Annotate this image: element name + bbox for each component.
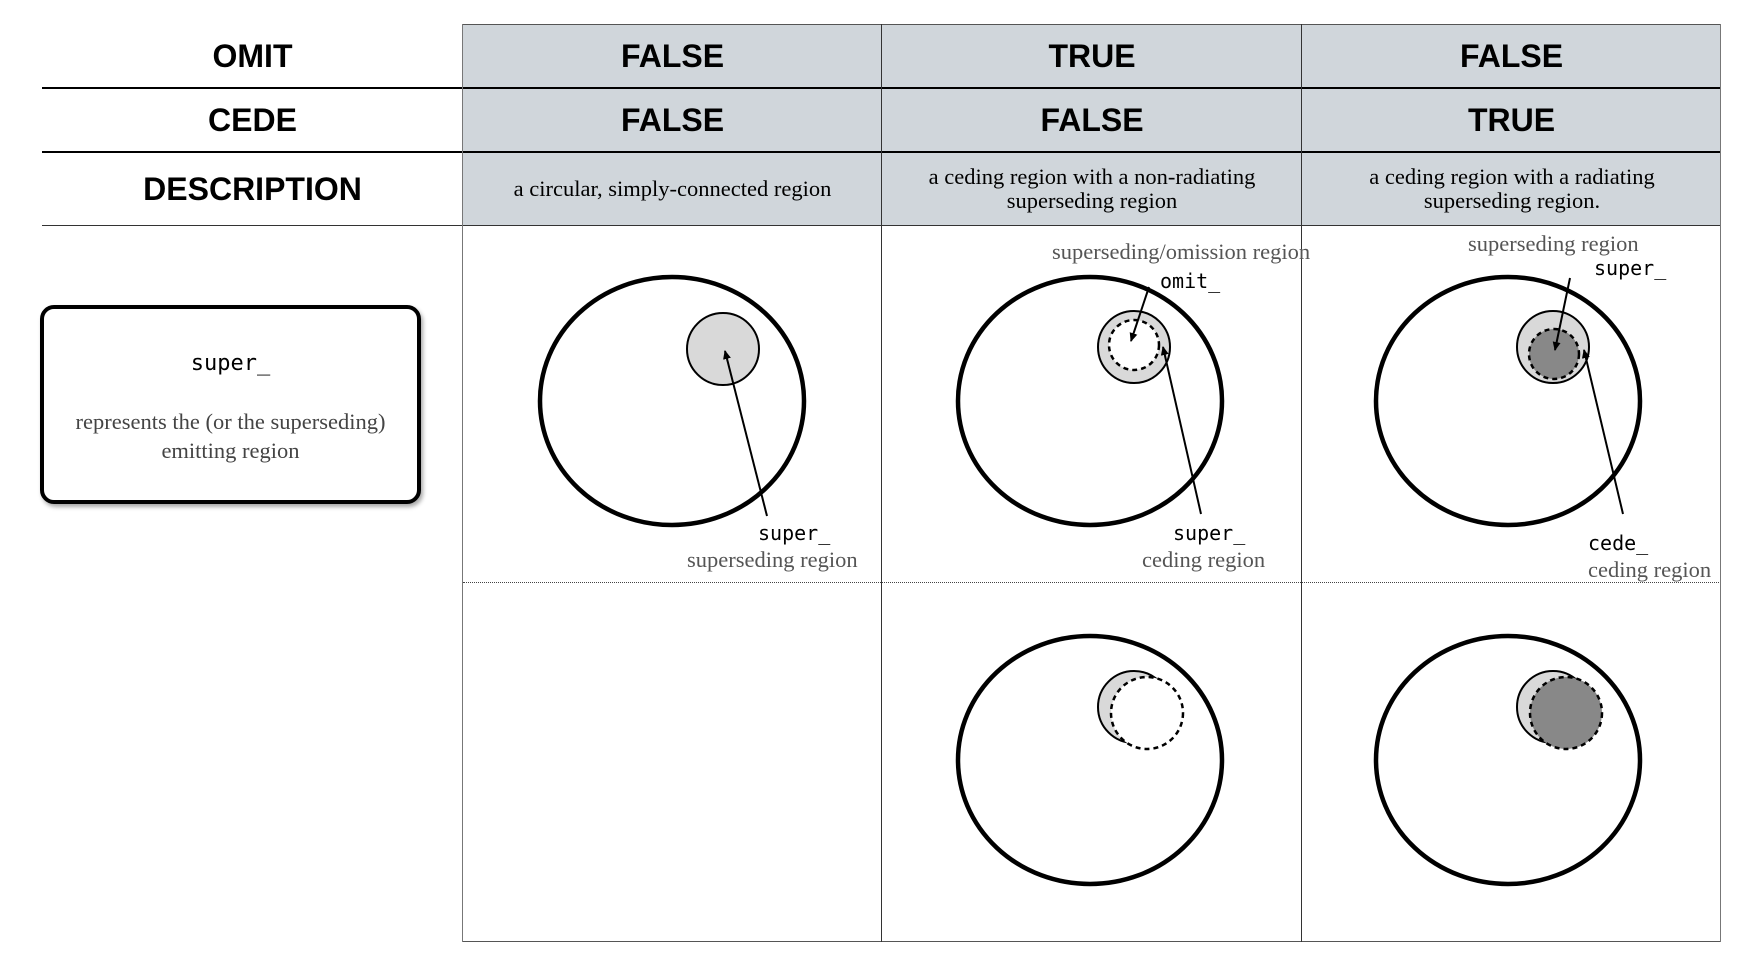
table-right-border [1720, 24, 1721, 942]
col2-top-diagram: superseding/omission region omit_ super_… [955, 239, 1310, 572]
col1-cede-value: FALSE [620, 101, 725, 138]
col3-super-arrow [1552, 277, 1571, 351]
col2-region-label: ceding region [1142, 547, 1265, 572]
table-bottom-border [463, 941, 1721, 942]
col2-omission-region [1107, 318, 1161, 372]
table-left-border [462, 24, 463, 942]
col3-cede-arrow [1581, 349, 1624, 515]
col2-bottom-diagram [955, 633, 1225, 887]
col1-region-label: superseding region [687, 547, 858, 572]
description-row-label: DESCRIPTION [143, 170, 362, 207]
col1-description: a circular, simply-connected region [513, 176, 832, 201]
col1-superseding-region [686, 312, 760, 386]
legend-box: super_ represents the (or the supersedin… [40, 305, 421, 504]
col1-code-label: super_ [758, 521, 831, 545]
col3-top-diagram: superseding region super_ cede_ ceding r… [1373, 231, 1711, 582]
col2-code-label: super_ [1173, 521, 1246, 545]
omit-row-label: OMIT [212, 37, 293, 74]
legend-description: represents the (or the superseding) emit… [75, 409, 386, 463]
col3-omit-value: FALSE [1459, 37, 1564, 74]
table-top-border [463, 24, 1721, 25]
col2-omit-value: TRUE [1048, 37, 1136, 74]
col3-outer-region [1373, 274, 1643, 528]
col2-omit-code: omit_ [1160, 269, 1221, 293]
col2-omit-arrow [1129, 286, 1150, 342]
column-divider-1 [881, 24, 882, 942]
col3-super-code: super_ [1594, 256, 1667, 280]
col3-bottom-outer-region [1373, 633, 1643, 887]
col2-bottom-omission-region [1109, 675, 1185, 751]
col3-description: a ceding region with a radiating superse… [1369, 164, 1655, 213]
col2-top-label: superseding/omission region [1052, 239, 1310, 264]
col3-region-label: ceding region [1588, 557, 1711, 582]
col2-super-arrow [1160, 346, 1202, 515]
header-background [463, 25, 1721, 225]
col1-top-diagram: super_ superseding region [537, 274, 858, 572]
col3-bottom-ceding-region [1528, 675, 1604, 751]
col3-ceding-region [1527, 327, 1581, 381]
legend-code: super_ [190, 351, 271, 376]
col2-description: a ceding region with a non-radiating sup… [928, 164, 1256, 213]
col2-bottom-outer-region [955, 633, 1225, 887]
col1-outer-region [537, 274, 807, 528]
col3-top-label: superseding region [1468, 231, 1639, 256]
col2-cede-value: FALSE [1040, 101, 1144, 138]
cede-row-label: CEDE [208, 101, 297, 138]
col3-cede-value: TRUE [1467, 101, 1556, 138]
col3-code-label: cede_ [1588, 531, 1649, 555]
col1-arrow [723, 350, 768, 517]
col1-omit-value: FALSE [620, 37, 725, 74]
col2-outer-region [955, 274, 1225, 528]
column-divider-2 [1301, 24, 1302, 942]
diagram-row-divider [463, 582, 1721, 583]
col3-bottom-diagram [1373, 633, 1643, 887]
